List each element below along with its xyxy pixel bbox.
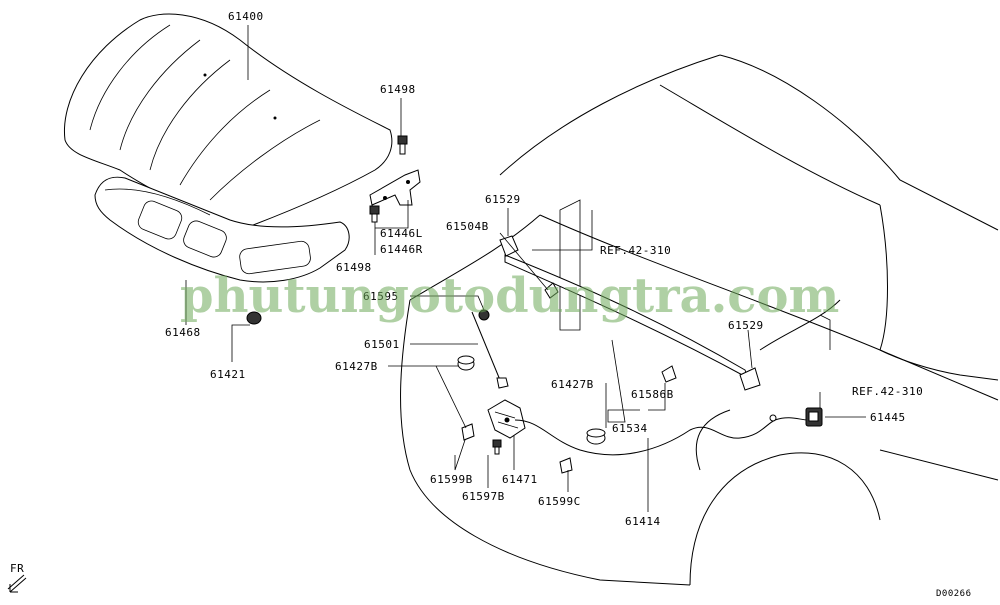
label-61471: 61471 <box>502 473 538 486</box>
hood-latch-61471 <box>487 399 526 439</box>
label-diagram-code: D00266 <box>936 589 972 599</box>
label-61446r: 61446R <box>380 243 423 256</box>
label-fr: FR <box>10 562 24 575</box>
bumper-61421 <box>246 311 262 325</box>
clip-61599b <box>461 423 475 441</box>
plug-61427b-left <box>457 355 475 371</box>
label-61586b: 61586B <box>631 388 674 401</box>
leader-lines <box>185 25 866 512</box>
label-61595: 61595 <box>363 290 399 303</box>
part-labels: 61400 61498 61446L 61446R 61498 61468 61… <box>10 10 972 599</box>
label-61421: 61421 <box>210 368 246 381</box>
label-61529-right: 61529 <box>728 319 764 332</box>
label-61468: 61468 <box>165 326 201 339</box>
label-61504b: 61504B <box>446 220 489 233</box>
label-61501: 61501 <box>364 338 400 351</box>
label-61498-top: 61498 <box>380 83 416 96</box>
stopper-61529-right <box>739 367 761 391</box>
plug-61427b-right <box>586 428 606 445</box>
bolt-61498-bottom <box>369 205 380 223</box>
clip-61586b <box>661 365 677 383</box>
label-61534: 61534 <box>612 422 648 435</box>
front-arrow-icon <box>7 574 27 593</box>
label-61599b: 61599B <box>430 473 473 486</box>
release-handle-61445 <box>805 407 823 427</box>
label-ref-right: REF.42-310 <box>852 385 923 398</box>
label-61427b-right: 61427B <box>551 378 594 391</box>
hood-seal-strip <box>504 254 749 380</box>
support-rod-61501 <box>471 311 509 389</box>
release-cable-61414 <box>514 414 809 456</box>
label-61400: 61400 <box>228 10 264 23</box>
stopper-61529-top <box>499 235 519 257</box>
clip-61599c <box>559 457 573 474</box>
hood-hinge <box>369 169 421 206</box>
grommet-61595 <box>478 309 490 321</box>
label-61597b: 61597B <box>462 490 505 503</box>
clip-61504b <box>544 282 559 299</box>
bolt-61597b <box>492 439 502 455</box>
label-61445: 61445 <box>870 411 906 424</box>
label-61427b-left: 61427B <box>335 360 378 373</box>
label-61414: 61414 <box>625 515 661 528</box>
label-61529-top: 61529 <box>485 193 521 206</box>
car-body-outline <box>400 54 999 586</box>
label-ref-top: REF.42-310 <box>600 244 671 257</box>
bolt-61498-top <box>397 135 408 155</box>
hood-inner-frame <box>94 176 350 283</box>
label-61498-bottom: 61498 <box>336 261 372 274</box>
label-61599c: 61599C <box>538 495 581 508</box>
label-61446l: 61446L <box>380 227 423 240</box>
